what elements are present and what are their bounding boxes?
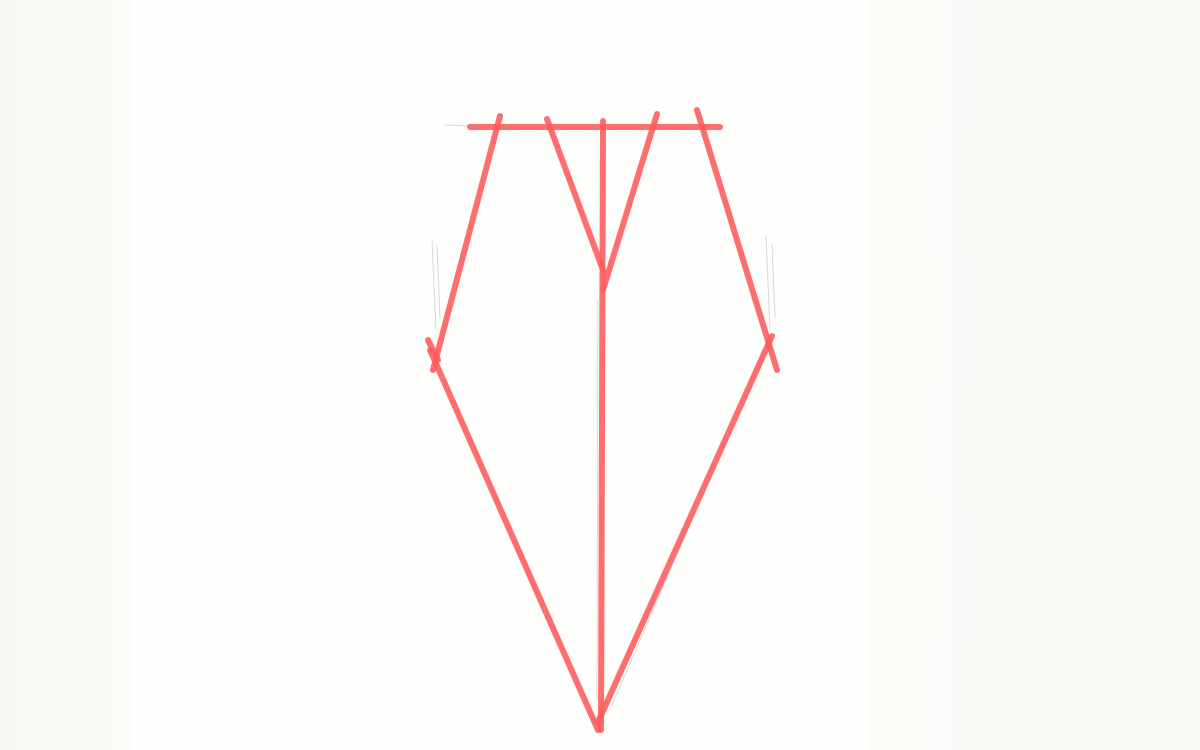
- pencil-guide-right-2: [771, 243, 776, 319]
- inner-v-left-arm: [544, 116, 606, 273]
- marker-strokes: [425, 107, 780, 733]
- inner-v-right-arm: [600, 111, 660, 293]
- lower-right-diagonal: [595, 333, 775, 725]
- pencil-guide-center: [596, 299, 599, 701]
- upper-left-diagonal: [430, 113, 503, 373]
- lower-left-diagonal: [427, 347, 601, 733]
- center-vertical-line: [598, 118, 606, 733]
- upper-right-diagonal: [694, 107, 780, 373]
- pencil-guide-left-2: [436, 244, 441, 319]
- pencil-guide-right-1: [765, 235, 771, 331]
- pencil-guide-left-1: [431, 239, 437, 331]
- pencil-guide-top: [444, 124, 471, 127]
